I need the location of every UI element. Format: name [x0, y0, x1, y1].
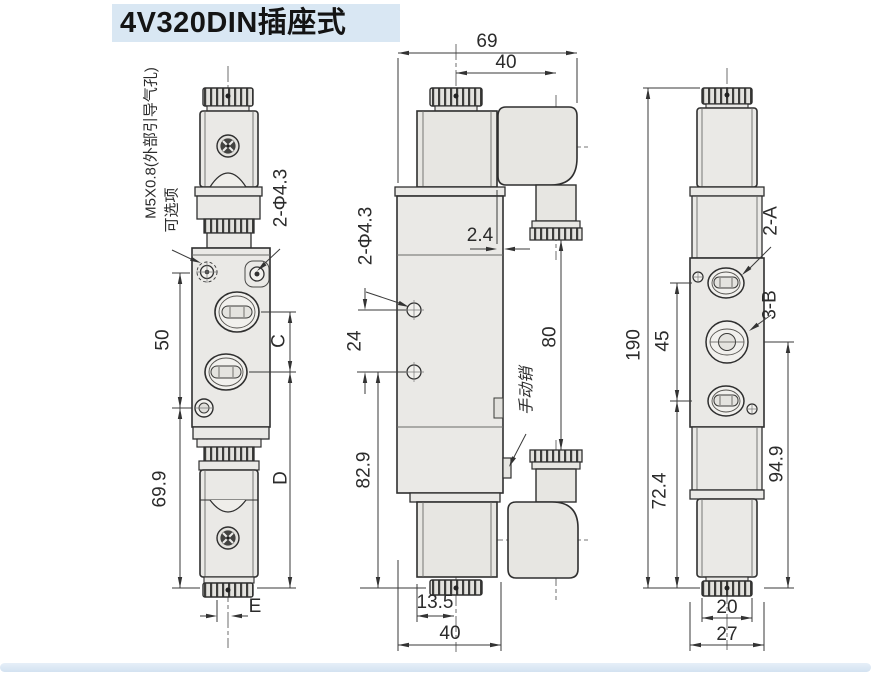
left-view-dimensions: [171, 248, 296, 622]
label-m5-port: M5X0.8(外部引导气孔): [143, 67, 160, 219]
dim-left-e: E: [249, 596, 262, 617]
solenoid-bottom: [199, 469, 259, 578]
dim-front-69: 69: [476, 31, 497, 52]
cable-gland-nut: [529, 227, 583, 241]
left-view-arrows: [177, 256, 293, 619]
dim-right-27: 27: [716, 624, 737, 645]
dim-front-40-bottom: 40: [439, 623, 460, 644]
dim-left-d: D: [271, 471, 292, 485]
solenoid-top: [696, 107, 758, 188]
solenoid-bottom: [416, 501, 498, 578]
din-connector-bottom: [507, 501, 579, 579]
solenoid-bottom: [696, 498, 758, 578]
manual-override-pin[interactable]: [502, 457, 512, 479]
dim-left-50: 50: [153, 329, 174, 350]
front-view-dimensions: [357, 52, 578, 651]
dim-front-40-top: 40: [495, 52, 516, 73]
page-title: 4V320DIN插座式: [112, 4, 400, 42]
solenoid-top: [416, 110, 498, 188]
dim-left-69-9: 69.9: [150, 471, 171, 508]
right-side-view: [689, 68, 765, 650]
screw-icon: [216, 526, 240, 550]
dim-right-72-4: 72.4: [650, 472, 671, 509]
dim-front-24: 24: [345, 330, 366, 352]
dim-left-c: C: [269, 334, 290, 348]
dim-front-82-9: 82.9: [354, 452, 375, 489]
dim-right-20: 20: [716, 597, 737, 618]
dim-right-2a: 2-A: [761, 206, 782, 236]
dim-front-2-4: 2.4: [467, 225, 494, 246]
front-view: [394, 44, 591, 652]
label-manual-pin: 手动销: [518, 364, 536, 415]
dim-front-13-5: 13.5: [417, 592, 454, 613]
footer-divider: [0, 663, 871, 672]
dim-left-holes: 2-Φ4.3: [271, 169, 292, 227]
dim-right-3b: 3-B: [760, 290, 781, 320]
label-optional: 可选项: [164, 187, 181, 232]
dim-right-190: 190: [624, 329, 645, 361]
dim-right-94-9: 94.9: [767, 446, 788, 483]
dim-front-80: 80: [540, 326, 561, 347]
left-side-view: [191, 66, 271, 648]
cable-gland-nut: [529, 449, 583, 463]
front-view-arrows: [362, 50, 577, 648]
valve-body-front: [396, 195, 504, 494]
screw-icon: [216, 134, 240, 158]
right-view-arrows: [645, 88, 791, 648]
dim-right-45: 45: [653, 330, 674, 351]
din-connector-top: [497, 106, 578, 186]
dim-front-holes: 2-Φ4.3: [356, 207, 377, 265]
